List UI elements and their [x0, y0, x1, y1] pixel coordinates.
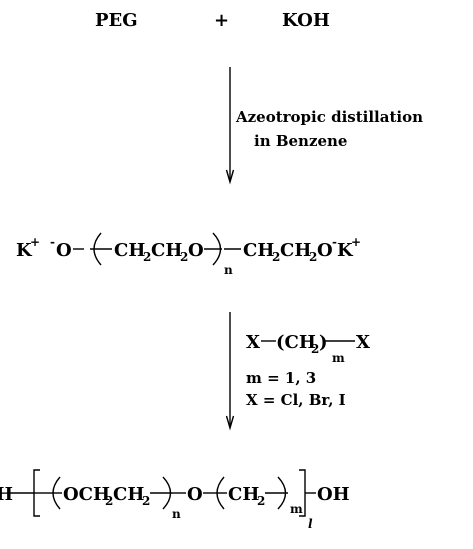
product-outer-index-l: l — [308, 517, 313, 531]
dihalide-x-left: X — [246, 332, 260, 353]
dihalide-ch2-group: (CH — [276, 332, 316, 353]
product-polyether: H OCH 2 CH 2 n O CH 2 m l OH — [0, 469, 350, 531]
product-unit-ch2-m-sub: 2 — [257, 494, 265, 508]
product-link-oxygen: O — [187, 484, 203, 505]
reactant-peg: PEG — [95, 10, 138, 31]
plus-sign: + — [214, 10, 229, 31]
oxygen-left: O — [56, 240, 72, 261]
product-unit-och2: OCH — [63, 484, 110, 505]
end-ch2-b-sub: 2 — [309, 250, 317, 264]
condition-in-benzene: in Benzene — [254, 132, 347, 150]
repeat-bracket-close — [212, 232, 222, 266]
potassium-right: K — [337, 240, 354, 261]
repeat-unit-ch2-a: CH — [114, 240, 145, 261]
reactants-row: PEG + KOH — [95, 10, 330, 31]
reaction-arrow-1 — [225, 67, 235, 185]
product-unit-ch2: CH — [113, 484, 144, 505]
repeat-unit-oxygen: O — [188, 240, 204, 261]
product-end-h: H — [0, 484, 13, 505]
end-ch2-a: CH — [243, 240, 274, 261]
condition-x-values: X = Cl, Br, I — [246, 391, 346, 409]
condition-azeotropic-distillation: Azeotropic distillation — [235, 108, 423, 126]
intermediate-dialkoxide: K + - O CH 2 CH 2 O n CH 2 CH 2 O - K + — [16, 232, 361, 277]
reaction-arrow-2 — [225, 312, 235, 431]
dihalide-x-right: X — [356, 332, 370, 353]
dihalide-index-m: m — [332, 351, 345, 365]
step2-conditions: X (CH 2 ) m X m = 1, 3 X = Cl, Br, I — [246, 332, 370, 409]
end-ch2-a-sub: 2 — [272, 250, 280, 264]
repeat-unit-ch2-b: CH — [151, 240, 182, 261]
condition-m-values: m = 1, 3 — [246, 369, 316, 387]
step1-conditions: Azeotropic distillation in Benzene — [235, 108, 423, 150]
inner-bracket-n-close — [162, 476, 172, 510]
repeat-unit-ch2-b-sub: 2 — [180, 250, 188, 264]
reactant-koh: KOH — [282, 10, 330, 31]
product-end-oh: OH — [317, 484, 350, 505]
product-index-n: n — [172, 507, 181, 521]
dihalide-ch2-sub: 2 — [311, 342, 319, 356]
oxygen-right-charge: - — [332, 235, 337, 249]
inner-bracket-m-close — [277, 476, 287, 510]
oxygen-left-charge: - — [50, 235, 55, 249]
product-unit-och2-sub: 2 — [105, 494, 113, 508]
product-unit-ch2-m: CH — [228, 484, 259, 505]
dihalide-group-close: ) — [319, 332, 328, 353]
potassium-left: K — [16, 240, 33, 261]
end-ch2-b: CH — [280, 240, 311, 261]
repeat-unit-ch2-a-sub: 2 — [143, 250, 151, 264]
potassium-right-charge: + — [351, 235, 361, 249]
product-unit-ch2-sub: 2 — [142, 494, 150, 508]
repeat-index-n: n — [224, 263, 233, 277]
product-index-m: m — [290, 502, 303, 516]
oxygen-right: O — [317, 240, 333, 261]
potassium-left-charge: + — [30, 235, 40, 249]
